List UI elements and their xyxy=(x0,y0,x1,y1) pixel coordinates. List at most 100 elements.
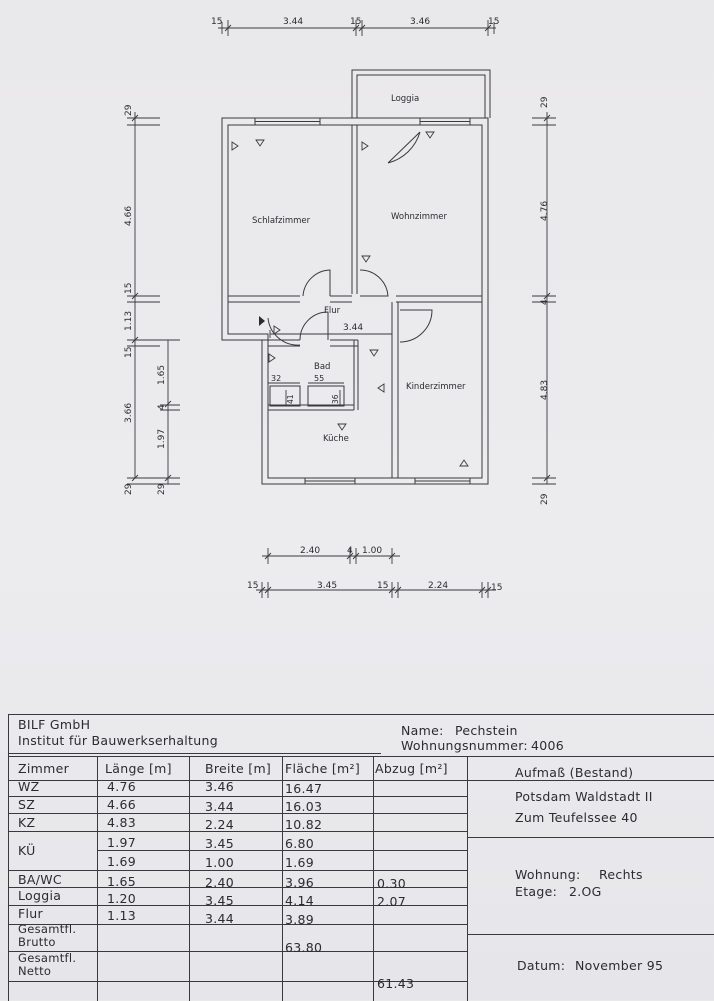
wohnung-value: Rechts xyxy=(599,867,643,882)
table-row-kue2-breite: 1.00 xyxy=(205,855,235,870)
wall-sz-wz xyxy=(351,125,358,294)
dimension-label: 3.46 xyxy=(410,17,430,27)
datum-value: November 95 xyxy=(575,958,664,973)
dimension-label: 15 xyxy=(377,581,388,591)
door-sz xyxy=(302,269,331,297)
dimension-label: 29 xyxy=(540,493,550,505)
gesamt-netto-label-1: Gesamtfl. xyxy=(18,951,77,965)
table-row-loggia-laenge: 1.20 xyxy=(107,891,137,906)
datum-label: Datum: xyxy=(517,958,566,973)
floor-plan: Loggia Schlafzimmer Wohnzimmer Flur Bad … xyxy=(124,17,556,598)
table-row-bawc-flaeche: 3.96 xyxy=(285,875,315,890)
wall-bad-right xyxy=(353,340,359,410)
dimension-label: 55 xyxy=(314,374,324,383)
table-row-kz-zimmer: KZ xyxy=(18,815,36,830)
table-row-kue-breite: 3.45 xyxy=(205,836,235,851)
table-row-kue-zimmer: KÜ xyxy=(18,843,36,858)
dimension-label: 15 xyxy=(247,581,258,591)
gesamt-netto-value: 61.43 xyxy=(377,976,415,991)
table-row-kue-laenge: 1.97 xyxy=(107,835,137,850)
dimension-label: 2.24 xyxy=(428,581,448,591)
dimension-label: 2.40 xyxy=(300,546,320,556)
dimension-label: 29 xyxy=(124,104,134,116)
company-name: BILF GmbH xyxy=(18,717,91,732)
header-abzug: Abzug [m²] xyxy=(375,761,448,776)
table-row-loggia-breite: 3.45 xyxy=(205,893,235,908)
table-row-sz-laenge: 4.66 xyxy=(107,797,137,812)
bath-fixture-right xyxy=(307,385,345,407)
table-row-kue2-laenge: 1.69 xyxy=(107,854,137,869)
dimension-label: 15 xyxy=(124,283,134,294)
loggia-outline xyxy=(351,69,491,118)
table-row-kz-laenge: 4.83 xyxy=(107,815,137,830)
dimension-label: 15 xyxy=(488,17,499,27)
outer-wall-outer xyxy=(221,117,489,485)
wall-wz-bottom xyxy=(396,295,482,303)
header-breite: Breite [m] xyxy=(205,761,272,776)
door-kz xyxy=(399,309,433,343)
dimension-label: 1.00 xyxy=(362,546,382,556)
dimension-label: 3.45 xyxy=(317,581,337,591)
dimension-label: 1.65 xyxy=(157,365,167,385)
door-wz xyxy=(387,131,421,164)
etage-label: Etage: xyxy=(515,884,558,899)
dimension-label: 1.13 xyxy=(124,311,134,331)
table-row-flur-zimmer: Flur xyxy=(18,906,43,921)
door-bad xyxy=(299,311,329,341)
etage-value: 2.OG xyxy=(569,884,602,899)
table-row-flur-breite: 3.44 xyxy=(205,911,235,926)
table-row-loggia-flaeche: 4.14 xyxy=(285,893,315,908)
wohnungsnummer-label: Wohnungsnummer: xyxy=(401,738,528,753)
dimension-label: 1.97 xyxy=(157,429,167,449)
dimension-label: 32 xyxy=(271,374,281,383)
wohnung-label: Wohnung: xyxy=(515,867,581,882)
header-laenge: Länge [m] xyxy=(105,761,172,776)
dimension-label: 41 xyxy=(286,394,295,404)
dimension-label: 3.44 xyxy=(343,323,363,333)
table-row-wz-flaeche: 16.47 xyxy=(285,781,323,796)
wall-sz-bottom xyxy=(228,295,300,303)
room-wohnzimmer: Wohnzimmer xyxy=(391,212,447,222)
header-flaeche: Fläche [m²] xyxy=(285,761,361,776)
table-row-bawc-abzug: 0.30 xyxy=(377,876,407,891)
dimension-label: 15 xyxy=(211,17,222,27)
dimension-label: 15 xyxy=(491,583,502,593)
table-row-kue2-flaeche: 1.69 xyxy=(285,855,315,870)
title-block: BILF GmbH Institut für Bauwerkserhaltung… xyxy=(8,714,714,1001)
dimension-label: 29 xyxy=(124,483,134,495)
table-row-sz-flaeche: 16.03 xyxy=(285,799,323,814)
address-line-2: Zum Teufelssee 40 xyxy=(515,810,638,825)
table-row-kue-flaeche: 6.80 xyxy=(285,836,315,851)
dimension-label: 4.66 xyxy=(124,206,134,226)
room-loggia: Loggia xyxy=(391,94,419,104)
window-kz xyxy=(414,478,471,484)
institute-name: Institut für Bauwerkserhaltung xyxy=(18,733,218,748)
gesamt-brutto-label-1: Gesamtfl. xyxy=(18,922,77,936)
bath-fixture-left xyxy=(269,385,301,407)
table-row-bawc-laenge: 1.65 xyxy=(107,874,137,889)
room-schlafzimmer: Schlafzimmer xyxy=(252,216,311,226)
table-row-wz-laenge: 4.76 xyxy=(107,779,137,794)
table-row-sz-breite: 3.44 xyxy=(205,799,235,814)
table-row-kz-flaeche: 10.82 xyxy=(285,817,323,832)
name-value: Pechstein xyxy=(455,723,518,738)
table-row-loggia-abzug: 2.07 xyxy=(377,894,407,909)
dimension-label: 4 xyxy=(157,404,167,410)
room-kueche: Küche xyxy=(323,434,349,444)
dimension-label: 4.76 xyxy=(540,201,550,221)
dimension-label: 4.83 xyxy=(540,380,550,400)
table-row-loggia-zimmer: Loggia xyxy=(18,888,62,903)
gesamt-brutto-label-2: Brutto xyxy=(18,935,56,949)
table-row-wz-zimmer: WZ xyxy=(18,779,40,794)
table-row-bawc-zimmer: BA/WC xyxy=(18,872,62,887)
dimension-label: 29 xyxy=(157,483,167,495)
header-zimmer: Zimmer xyxy=(18,761,70,776)
entry-arrow-icon xyxy=(259,316,265,326)
window-sz xyxy=(254,118,321,125)
gesamt-netto-label-2: Netto xyxy=(18,964,52,978)
table-row-sz-zimmer: SZ xyxy=(18,797,36,812)
table-row-wz-breite: 3.46 xyxy=(205,779,235,794)
gesamt-brutto-value: 63.80 xyxy=(285,940,323,955)
window-kue xyxy=(304,478,356,484)
door-wz-flur xyxy=(359,269,389,297)
